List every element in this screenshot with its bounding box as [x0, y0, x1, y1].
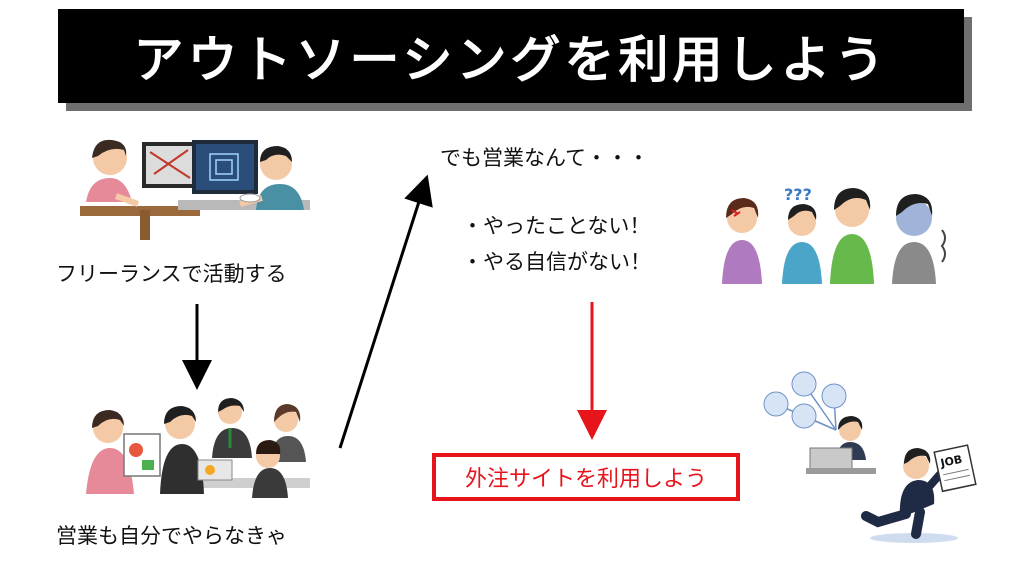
network-illustration: [763, 371, 876, 474]
worry-line-2: ・やる自信がない！: [462, 250, 651, 274]
sales-caption: 営業も自分でやらなきゃ: [56, 524, 287, 548]
freelancer-illustration: [80, 139, 310, 240]
confused-marks: ???: [784, 185, 812, 204]
freelance-caption: フリーランスで活動する: [56, 262, 287, 286]
sales-meeting-illustration: [86, 398, 310, 498]
job-paper-text: JOB: [938, 453, 963, 470]
job-runner-illustration: JOB: [861, 444, 977, 543]
callout-text: 外注サイトを利用しよう: [464, 467, 707, 492]
page-title-banner: アウトソーシングを利用しよう: [58, 9, 964, 103]
diagonal-arrow: [338, 174, 433, 449]
outsourcing-site-callout: 外注サイトを利用しよう: [432, 453, 740, 501]
worry-heading: でも営業なんて・・・: [440, 146, 649, 170]
worried-people-illustration: ???: [722, 185, 946, 284]
worry-line-1: ・やったことない！: [462, 214, 651, 238]
page-title: アウトソーシングを利用しよう: [133, 31, 889, 89]
